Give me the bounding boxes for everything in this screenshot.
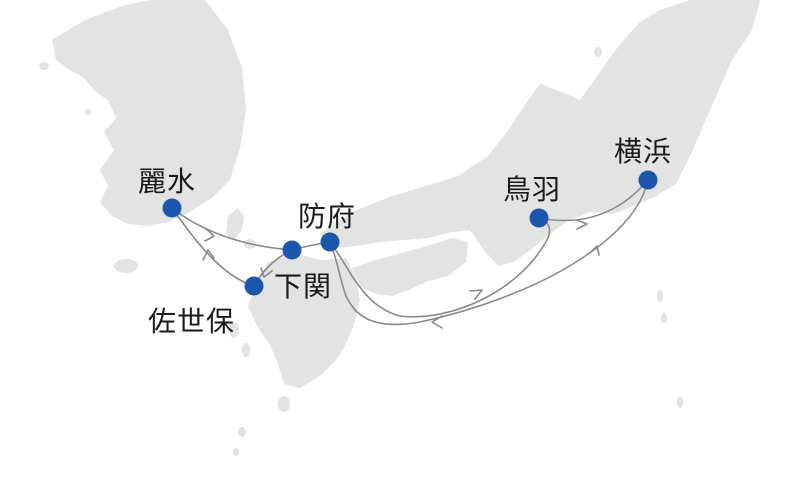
route-yokohama-hofu [329, 179, 649, 326]
port-marker-hofu[interactable] [320, 232, 340, 252]
small-island [84, 109, 92, 115]
port-label-shimonoseki: 下関 [274, 270, 332, 303]
port-markers [162, 170, 658, 296]
jeju-island [114, 259, 138, 273]
route-yeosu-shimonoseki [171, 207, 293, 251]
korean-peninsula [52, 0, 246, 226]
sado-island [594, 47, 602, 57]
port-label-sasebo: 佐世保 [148, 305, 235, 338]
goto-island [242, 343, 250, 357]
landmass-layer [39, 0, 760, 456]
port-marker-shimonoseki[interactable] [282, 240, 302, 260]
izu-island [677, 396, 683, 408]
route-arrow [202, 249, 215, 261]
honshu-island [320, 0, 760, 266]
shikoku-island [352, 238, 468, 296]
port-marker-yeosu[interactable] [162, 198, 182, 218]
port-marker-yokohama[interactable] [638, 170, 658, 190]
route-arrow [469, 289, 483, 300]
port-labels: 麗水 佐世保 下関 防府 鳥羽 横浜 [138, 135, 672, 338]
port-label-toba: 鳥羽 [503, 173, 561, 206]
small-island [39, 62, 49, 70]
port-marker-toba[interactable] [529, 208, 549, 228]
route-toba-yokohama [538, 179, 649, 222]
tsushima-island [226, 208, 244, 240]
port-label-hofu: 防府 [298, 200, 356, 233]
route-arrow [431, 315, 443, 329]
route-hofu-toba [329, 217, 551, 318]
port-label-yeosu: 麗水 [138, 165, 196, 198]
kyushu-island [248, 254, 360, 388]
small-island [238, 427, 246, 437]
goto-island [229, 322, 239, 338]
izu-island [657, 290, 663, 302]
route-arrow [576, 219, 588, 230]
route-arrow [590, 245, 600, 256]
route-arrow [204, 227, 215, 242]
small-island [233, 448, 239, 456]
small-island [415, 209, 425, 215]
izu-island [661, 313, 667, 323]
port-label-yokohama: 横浜 [614, 135, 672, 168]
tanegashima-island [278, 396, 290, 412]
port-marker-sasebo[interactable] [244, 276, 264, 296]
route-arrow [260, 267, 273, 278]
